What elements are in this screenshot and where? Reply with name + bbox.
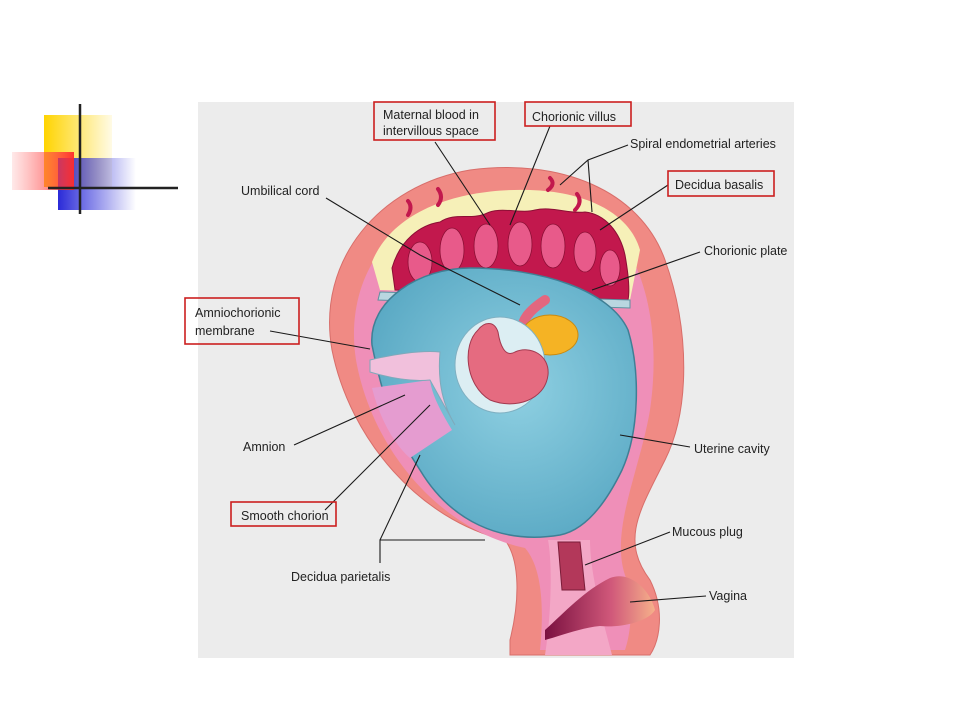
label-maternal-blood-line1: Maternal blood in bbox=[383, 108, 479, 122]
mucous-plug bbox=[557, 541, 586, 591]
label-amniochorionic-line2: membrane bbox=[195, 324, 255, 338]
smooth-chorion-layer bbox=[372, 380, 452, 458]
highlight-decidua-basalis bbox=[667, 170, 775, 197]
label-mucous-plug: Mucous plug bbox=[672, 525, 743, 539]
label-chorionic-plate: Chorionic plate bbox=[704, 244, 787, 258]
spiral-arteries bbox=[406, 176, 607, 240]
leader-lines bbox=[269, 125, 707, 603]
label-spiral-arteries: Spiral endometrial arteries bbox=[630, 137, 776, 151]
diagram-labels: Maternal blood in intervillous space Cho… bbox=[195, 108, 787, 603]
label-uterine-cavity: Uterine cavity bbox=[694, 442, 770, 456]
highlight-chorionic-villus bbox=[524, 101, 632, 127]
highlight-boxes bbox=[184, 101, 775, 527]
label-decidua-parietalis: Decidua parietalis bbox=[291, 570, 390, 584]
label-chorionic-villus: Chorionic villus bbox=[532, 110, 616, 124]
embryo bbox=[467, 323, 549, 405]
slide-decoration bbox=[12, 104, 178, 214]
red-square bbox=[12, 152, 74, 190]
label-smooth-chorion: Smooth chorion bbox=[241, 509, 329, 523]
vagina bbox=[545, 576, 655, 640]
label-umbilical-cord: Umbilical cord bbox=[241, 184, 320, 198]
label-vagina: Vagina bbox=[709, 589, 747, 603]
highlight-maternal-blood bbox=[373, 101, 496, 141]
label-amniochorionic-line1: Amniochorionic bbox=[195, 306, 280, 320]
label-maternal-blood-line2: intervillous space bbox=[383, 124, 479, 138]
label-amnion: Amnion bbox=[243, 440, 285, 454]
villus-shapes bbox=[407, 221, 621, 287]
highlight-smooth-chorion bbox=[230, 501, 337, 527]
label-decidua-basalis: Decidua basalis bbox=[675, 178, 763, 192]
amnion-fold bbox=[369, 351, 456, 426]
highlight-amniochorionic bbox=[184, 297, 300, 345]
